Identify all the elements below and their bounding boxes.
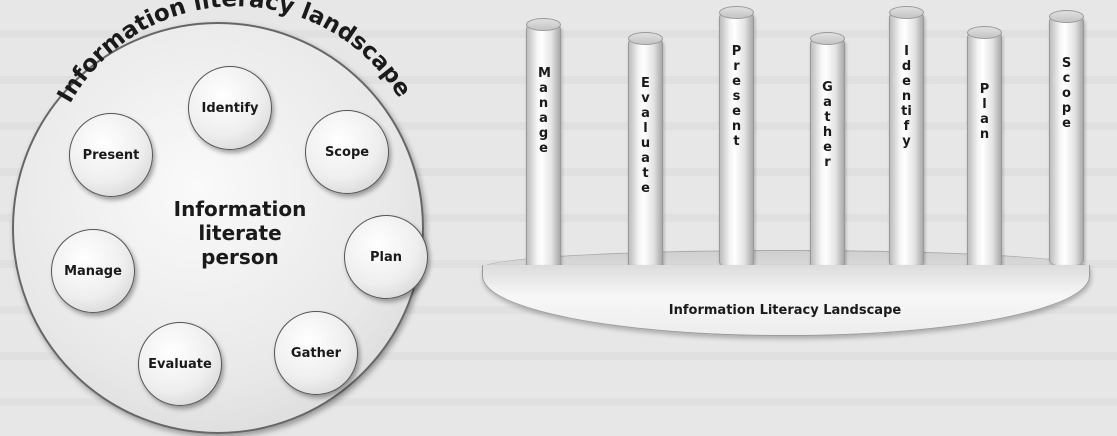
pillar-cap: [628, 32, 663, 45]
pillar-cap: [889, 6, 924, 19]
center-text-line-3: person: [201, 245, 279, 269]
pillar-label: Gather: [822, 80, 833, 170]
pillar-label: Identify: [901, 44, 912, 149]
stage-gather: Gather: [274, 311, 358, 395]
center-text: Information literate person: [140, 197, 340, 269]
pillar-cap: [967, 26, 1002, 39]
pillar-label: Scope: [1061, 56, 1072, 131]
pillar-gather: Gather: [810, 32, 845, 276]
pillar-label: Plan: [979, 82, 990, 142]
pillar-identify: Identify: [889, 6, 924, 268]
pillar-label: Manage: [538, 66, 551, 156]
pillar-plan: Plan: [967, 26, 1002, 272]
pillar-evaluate: Evaluate: [628, 32, 663, 274]
pillar-cap: [526, 18, 561, 31]
stage-evaluate: Evaluate: [138, 322, 222, 406]
stage-identify: Identify: [188, 66, 272, 150]
stage-present: Present: [69, 113, 153, 197]
center-text-line-2: literate: [198, 221, 282, 245]
base-label: Information Literacy Landscape: [668, 303, 902, 318]
center-text-line-1: Information: [173, 197, 307, 221]
pillar-label: Evaluate: [640, 76, 651, 196]
pillar-cap: [810, 32, 845, 45]
pillar-manage: Manage: [526, 18, 561, 272]
pillar-label: Present: [731, 44, 742, 149]
stage-manage: Manage: [51, 229, 135, 313]
stage-plan: Plan: [344, 215, 428, 299]
stage-scope: Scope: [305, 110, 389, 194]
pillar-scope: Scope: [1049, 10, 1084, 266]
pillar-cap: [1049, 10, 1084, 23]
pillar-cap: [719, 6, 754, 19]
pillar-present: Present: [719, 6, 754, 268]
